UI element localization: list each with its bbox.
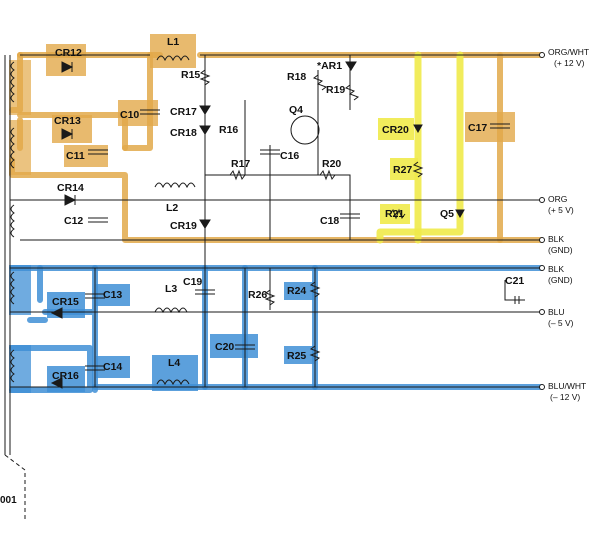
output-org-wht: ORG/WHT bbox=[548, 47, 589, 57]
label-cr13: CR13 bbox=[54, 115, 81, 127]
orange-highlight-12v-5v bbox=[9, 34, 543, 243]
label-c19: C19 bbox=[183, 276, 202, 288]
output-terminals bbox=[539, 52, 545, 390]
label-l1: L1 bbox=[167, 36, 179, 48]
label-c14: C14 bbox=[103, 361, 122, 373]
wiring bbox=[4, 54, 540, 520]
component-labels: CR12 L1 R15 R18 *AR1 R19 C10 CR17 CR18 R… bbox=[52, 36, 524, 382]
label-r19: R19 bbox=[326, 84, 345, 96]
label-l4: L4 bbox=[168, 357, 180, 369]
label-cr12: CR12 bbox=[55, 47, 82, 59]
label-r18: R18 bbox=[287, 71, 306, 83]
label-r26: R26 bbox=[248, 289, 267, 301]
output-blu-voltage: (– 5 V) bbox=[548, 318, 574, 328]
label-r17: R17 bbox=[231, 158, 250, 170]
label-cr18: CR18 bbox=[170, 127, 197, 139]
label-c11: C11 bbox=[66, 150, 85, 162]
label-c20: C20 bbox=[215, 341, 234, 353]
label-r24: R24 bbox=[287, 285, 306, 297]
output-blu-wht-voltage: (– 12 V) bbox=[550, 392, 580, 402]
output-org-voltage: (+ 5 V) bbox=[548, 205, 574, 215]
label-r15: R15 bbox=[181, 69, 200, 81]
label-r27: R27 bbox=[393, 164, 412, 176]
label-q5: Q5 bbox=[440, 208, 454, 220]
label-r16: R16 bbox=[219, 124, 238, 136]
label-r20: R20 bbox=[322, 158, 341, 170]
label-cr16: CR16 bbox=[52, 370, 79, 382]
output-blk-1-gnd: (GND) bbox=[548, 245, 573, 255]
label-r25: R25 bbox=[287, 350, 306, 362]
output-blk-2: BLK bbox=[548, 264, 564, 274]
output-org: ORG bbox=[548, 194, 567, 204]
label-c10: C10 bbox=[120, 109, 139, 121]
label-l2: L2 bbox=[166, 202, 178, 214]
label-c17: C17 bbox=[468, 122, 487, 134]
label-r21: R21 bbox=[385, 208, 404, 220]
label-cr14: CR14 bbox=[57, 182, 84, 194]
label-c13: C13 bbox=[103, 289, 122, 301]
label-q4: Q4 bbox=[289, 104, 303, 116]
label-c12: C12 bbox=[64, 215, 83, 227]
label-cr19: CR19 bbox=[170, 220, 197, 232]
output-blu: BLU bbox=[548, 307, 565, 317]
label-cr20: CR20 bbox=[382, 124, 409, 136]
output-blk-2-gnd: (GND) bbox=[548, 275, 573, 285]
label-ar1: *AR1 bbox=[317, 60, 342, 72]
output-org-wht-voltage: (+ 12 V) bbox=[554, 58, 585, 68]
label-c16: C16 bbox=[280, 150, 299, 162]
output-blu-wht: BLU/WHT bbox=[548, 381, 586, 391]
corner-label: 001 bbox=[0, 495, 17, 506]
component-symbols bbox=[10, 55, 525, 389]
output-blk-1: BLK bbox=[548, 234, 564, 244]
blue-highlight-negative-rails bbox=[9, 265, 543, 393]
output-labels: ORG/WHT (+ 12 V) ORG (+ 5 V) BLK (GND) B… bbox=[0, 47, 589, 506]
label-c18: C18 bbox=[320, 215, 339, 227]
label-c21: C21 bbox=[505, 275, 524, 287]
label-l3: L3 bbox=[165, 283, 177, 295]
label-cr15: CR15 bbox=[52, 296, 79, 308]
label-cr17: CR17 bbox=[170, 106, 197, 118]
